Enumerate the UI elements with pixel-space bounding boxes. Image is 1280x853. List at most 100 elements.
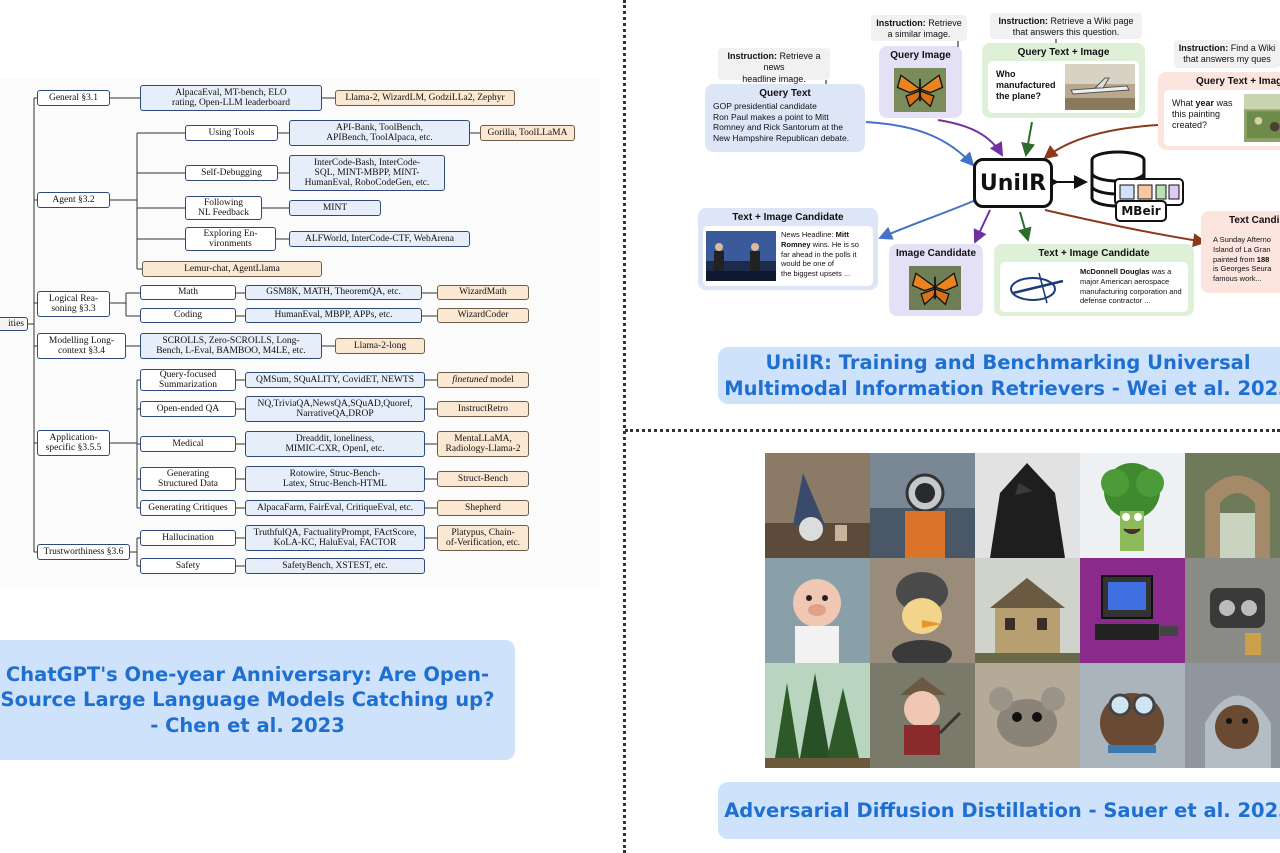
query-image-card: Query Image bbox=[879, 46, 962, 118]
model-general: Llama-2, WizardLM, GodziLLa2, Zephyr bbox=[335, 90, 515, 106]
category-trustworthiness: Trustworthiness §3.6 bbox=[37, 544, 130, 560]
image-broccoli bbox=[1080, 453, 1185, 558]
aircraft-logo-image bbox=[1003, 265, 1073, 309]
query-text-body: GOP presidential candidate Ron Paul make… bbox=[713, 101, 850, 143]
candidate-text-body: A Sunday Afterno Island of La Gran paint… bbox=[1213, 235, 1271, 284]
category-logical-reasoning: Logical Rea- soning §3.3 bbox=[37, 291, 110, 317]
image-otter-hood bbox=[1185, 663, 1280, 768]
butterfly-candidate-image bbox=[909, 266, 961, 310]
image-astronaut bbox=[870, 453, 975, 558]
candidate-news-card: Text + Image Candidate News Headline: Mi… bbox=[698, 208, 878, 290]
sub-query-summarization: Query-focused Summarization bbox=[140, 369, 236, 391]
cand-aircraft-b: was a major American aerospace manufactu… bbox=[1080, 267, 1182, 306]
cand-aircraft-a: McDonnell Douglas bbox=[1080, 267, 1150, 276]
image-bird-cloak bbox=[975, 453, 1080, 558]
query-ti2-inner: What year was this painting created? bbox=[1164, 90, 1280, 146]
candidate-news-inner: News Headline: Mitt Romney wins. He is s… bbox=[703, 226, 873, 286]
instruction-news: Instruction: Retrieve a news headline im… bbox=[718, 48, 830, 84]
model-coding: WizardCoder bbox=[437, 308, 529, 323]
instruction-prefix: Instruction: bbox=[727, 51, 777, 61]
instruction-find-text: Find a Wiki that answers my ques bbox=[1183, 43, 1276, 65]
image-pig-adventurer bbox=[870, 663, 975, 768]
query-image-header: Query Image bbox=[890, 50, 951, 61]
benchmark-query-summarization: QMSum, SQuALITY, CovidET, NEWTS bbox=[245, 372, 425, 388]
query-ti2-a: What bbox=[1172, 98, 1196, 108]
image-computer bbox=[1080, 558, 1185, 663]
paper-title-uniir: UniIR: Training and Benchmarking Univers… bbox=[718, 347, 1280, 404]
model-using-tools: Gorilla, ToolLLaMA bbox=[480, 125, 575, 141]
image-duck-helmet bbox=[870, 558, 975, 663]
cand-news-b: Mitt Romney bbox=[781, 230, 849, 249]
candidate-aircraft-card: Text + Image Candidate McDonnell Douglas… bbox=[994, 244, 1194, 316]
category-application: Application- specific §3.5.5 bbox=[37, 430, 110, 456]
cand-news-a: News Headline: bbox=[781, 230, 836, 239]
uniir-model-box: UniIR bbox=[973, 158, 1053, 208]
model-critiques: Shepherd bbox=[437, 500, 529, 516]
candidate-aircraft-header: Text + Image Candidate bbox=[1038, 248, 1150, 259]
image-pig-scientist bbox=[765, 558, 870, 663]
sub-generating-structured-data: Generating Structured Data bbox=[140, 467, 236, 491]
sub-self-debugging: Self-Debugging bbox=[185, 165, 278, 181]
model-qs-italic: finetuned bbox=[452, 374, 488, 385]
instruction-similar: Instruction: Retrieve a similar image. bbox=[871, 15, 967, 41]
benchmark-hallucination: TruthfulQA, FactualityPrompt, FActScore,… bbox=[245, 525, 425, 551]
category-general: General §3.1 bbox=[37, 90, 110, 106]
candidate-text-header: Text Candi bbox=[1229, 215, 1280, 226]
instruction-wiki: Instruction: Retrieve a Wiki page that a… bbox=[990, 13, 1142, 39]
instruction-prefix: Instruction: bbox=[876, 18, 926, 28]
mbeir-label: MBeir bbox=[1115, 200, 1167, 222]
sub-hallucination: Hallucination bbox=[140, 530, 236, 546]
model-query-summarization: finetuned model bbox=[437, 372, 529, 388]
candidate-news-header: Text + Image Candidate bbox=[732, 212, 844, 223]
query-ti2-header: Query Text + Imag bbox=[1196, 76, 1280, 87]
benchmark-self-debugging: InterCode-Bash, InterCode- SQL, MINT-MBP… bbox=[289, 155, 445, 191]
sub-using-tools: Using Tools bbox=[185, 125, 278, 141]
model-open-qa: InstructRetro bbox=[437, 401, 529, 417]
cand-text-a: A Sunday Afterno Island of La Gran paint… bbox=[1213, 235, 1271, 264]
paper-title-chatgpt: ChatGPT's One-year Anniversary: Are Open… bbox=[0, 640, 515, 760]
query-ti-text: Who manufactured the plane? bbox=[996, 69, 1056, 101]
image-ruins bbox=[1185, 453, 1280, 558]
query-ti-inner: Who manufactured the plane? bbox=[988, 61, 1139, 113]
model-math: WizardMath bbox=[437, 285, 529, 300]
query-text-image-card: Query Text + Image Who manufactured the … bbox=[982, 43, 1145, 118]
query-text-card: Query Text GOP presidential candidate Ro… bbox=[705, 84, 865, 152]
benchmark-math: GSM8K, MATH, TheoremQA, etc. bbox=[245, 285, 422, 300]
sub-following-nl-feedback: Following NL Feedback bbox=[185, 196, 262, 220]
butterfly-image bbox=[894, 68, 946, 112]
benchmark-long-context: SCROLLS, Zero-SCROLLS, Long- Bench, L-Ev… bbox=[140, 333, 322, 359]
horizontal-divider bbox=[625, 429, 1280, 432]
root-node: ities bbox=[0, 317, 28, 331]
query-ti2-b: year bbox=[1195, 98, 1215, 108]
airplane-image bbox=[1065, 64, 1135, 110]
cand-news-c: wins. He is so far ahead in the polls it… bbox=[781, 239, 859, 278]
cand-text-b: 188 bbox=[1256, 254, 1270, 264]
benchmark-general: AlpacaEval, MT-bench, ELO rating, Open-L… bbox=[140, 85, 322, 111]
model-hallucination: Platypus, Chain- of-Verification, etc. bbox=[437, 525, 529, 551]
benchmark-medical: Dreaddit, loneliness, MIMIC-CXR, OpenI, … bbox=[245, 431, 425, 457]
vertical-divider bbox=[623, 0, 626, 853]
benchmark-safety: SafetyBench, XSTEST, etc. bbox=[245, 558, 425, 574]
sub-exploring-environments: Exploring En- vironments bbox=[185, 227, 276, 251]
sub-generating-critiques: Generating Critiques bbox=[140, 500, 236, 516]
benchmark-critiques: AlpacaFarm, FairEval, CritiqueEval, etc. bbox=[245, 500, 425, 516]
category-long-context: Modelling Long- context §3.4 bbox=[37, 333, 126, 359]
sub-open-ended-qa: Open-ended QA bbox=[140, 401, 236, 417]
instruction-news-text: Retrieve a news headline image. bbox=[742, 51, 821, 84]
candidate-news-text: News Headline: Mitt Romney wins. He is s… bbox=[781, 230, 859, 279]
candidate-aircraft-inner: McDonnell Douglas was a major American a… bbox=[1000, 262, 1188, 312]
model-medical: MentaLLaMA, Radiology-Llama-2 bbox=[437, 431, 529, 457]
model-long-context: Llama-2-long bbox=[335, 338, 425, 354]
instruction-similar-text: Retrieve a similar image. bbox=[887, 18, 962, 40]
image-gnome bbox=[765, 453, 870, 558]
benchmark-structured-data: Rotowire, Struc-Bench- Latex, Struc-Benc… bbox=[245, 466, 425, 492]
benchmark-open-qa: NQ,TriviaQA,NewsQA,SQuAD,Quoref, Narrati… bbox=[245, 396, 425, 422]
image-robot bbox=[1185, 558, 1280, 663]
painting-image bbox=[1244, 94, 1280, 142]
model-structured-data: Struct-Bench bbox=[437, 471, 529, 487]
sub-math: Math bbox=[140, 285, 236, 300]
generated-images-grid bbox=[765, 453, 1280, 768]
media-icons bbox=[1114, 178, 1184, 206]
image-mouse bbox=[975, 663, 1080, 768]
model-agent: Lemur-chat, AgentLlama bbox=[142, 261, 322, 277]
